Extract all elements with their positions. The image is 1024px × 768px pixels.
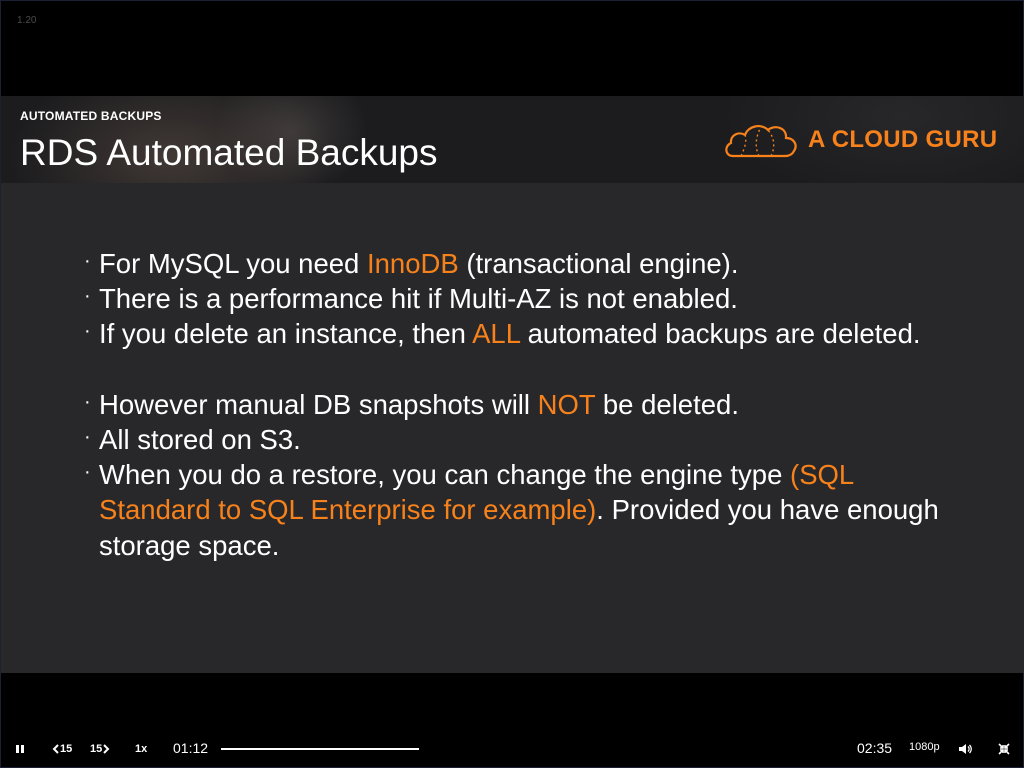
bullet-highlight: InnoDB bbox=[367, 248, 459, 279]
bullet-item: · However manual DB snapshots will NOT be… bbox=[81, 387, 961, 422]
version-label: 1.20 bbox=[17, 15, 37, 26]
presenter-background bbox=[1, 96, 1024, 183]
bullet-text: (transactional engine). bbox=[458, 248, 739, 279]
cloud-logo-icon bbox=[725, 125, 797, 158]
skip-forward-label: 15 bbox=[90, 743, 103, 755]
brand-logo: A CLOUD GURU bbox=[723, 118, 997, 162]
bullet-item: · For MySQL you need InnoDB (transactiona… bbox=[81, 246, 961, 281]
bullet-text: For MySQL you need bbox=[99, 248, 367, 279]
bullet-item: · All stored on S3. bbox=[81, 422, 961, 457]
duration: 02:35 bbox=[857, 740, 893, 756]
bullet-text: There is a performance hit if Multi-AZ i… bbox=[99, 283, 738, 315]
slide-title: RDS Automated Backups bbox=[20, 132, 438, 173]
bullet-highlight: ALL bbox=[472, 318, 520, 350]
bullet-dot-icon: · bbox=[84, 390, 91, 413]
skip-back-label: 15 bbox=[60, 743, 73, 755]
bullet-text: However manual DB snapshots will bbox=[99, 388, 538, 420]
chevron-right-icon bbox=[103, 744, 110, 754]
bullet-dot-icon: · bbox=[84, 426, 91, 448]
exit-fullscreen-button[interactable] bbox=[998, 729, 1010, 768]
bullet-dot-icon: · bbox=[84, 320, 91, 343]
skip-back-button[interactable]: 15 bbox=[52, 729, 72, 768]
bullet-text: When you do a restore, you can change th… bbox=[99, 459, 791, 491]
quality-button[interactable]: 1080p bbox=[909, 741, 940, 753]
slide: AUTOMATED BACKUPS RDS Automated Backups … bbox=[1, 96, 1024, 673]
bullet-item: · There is a performance hit if Multi-AZ … bbox=[81, 281, 961, 316]
bullet-text: If you delete an instance, then bbox=[99, 318, 473, 350]
playback-speed-button[interactable]: 1x bbox=[135, 743, 148, 755]
skip-forward-button[interactable]: 15 bbox=[90, 729, 110, 768]
bullet-highlight: NOT bbox=[537, 388, 596, 420]
progress-bar[interactable] bbox=[221, 748, 419, 750]
bullet-text: be deleted. bbox=[595, 388, 739, 420]
pause-icon bbox=[16, 745, 24, 753]
slide-header: AUTOMATED BACKUPS RDS Automated Backups … bbox=[1, 96, 1024, 183]
bullet-dot-icon: · bbox=[84, 461, 91, 484]
bullet-item: · When you do a restore, you can change t… bbox=[81, 457, 961, 563]
volume-button[interactable] bbox=[958, 729, 972, 768]
bullet-dot-icon: · bbox=[84, 250, 91, 272]
player-controls: 15 15 1x 01:12 02:35 1080p bbox=[1, 729, 1024, 768]
bullet-item: · If you delete an instance, then ALL aut… bbox=[81, 316, 961, 351]
volume-icon bbox=[959, 744, 972, 754]
pause-button[interactable] bbox=[14, 729, 26, 768]
bullet-text: automated backups are deleted. bbox=[519, 318, 921, 350]
bullet-list: · For MySQL you need InnoDB (transactiona… bbox=[81, 246, 961, 563]
section-label: AUTOMATED BACKUPS bbox=[20, 109, 162, 123]
bullet-text: All stored on S3. bbox=[99, 424, 301, 455]
logo-text: A CLOUD GURU bbox=[808, 126, 998, 153]
bullet-highlight: (SQL Standard to SQL Enterprise for exam… bbox=[99, 459, 854, 526]
bullet-text: . Provided you have enough storage space… bbox=[99, 494, 939, 561]
bullet-dot-icon: · bbox=[84, 285, 91, 308]
exit-fullscreen-icon bbox=[998, 743, 1010, 755]
chevron-left-icon bbox=[52, 744, 59, 754]
current-time: 01:12 bbox=[173, 740, 209, 756]
